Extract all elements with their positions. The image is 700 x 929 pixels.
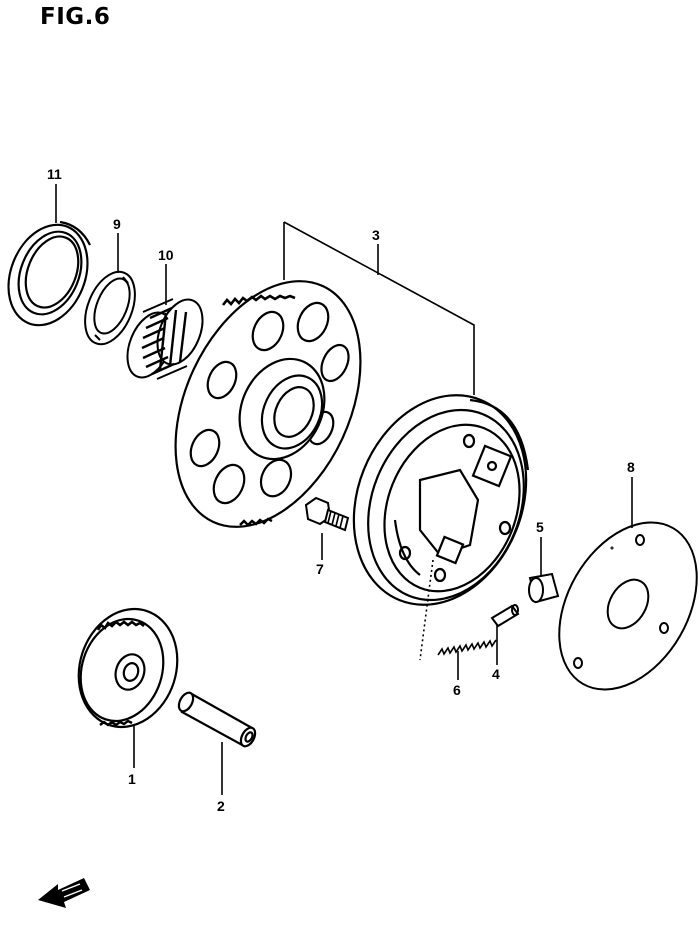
callout-3: 3 bbox=[372, 227, 380, 243]
starter-clutch-body bbox=[352, 394, 530, 606]
callout-11: 11 bbox=[47, 166, 62, 182]
leader-lines bbox=[55, 184, 633, 795]
callout-5: 5 bbox=[536, 519, 544, 535]
front-arrow-icon bbox=[38, 878, 90, 908]
push-pin-part-4 bbox=[490, 604, 520, 628]
callout-1: 1 bbox=[128, 771, 136, 787]
shaft-part-2 bbox=[177, 691, 257, 748]
callout-labels: 11 9 10 3 7 5 8 4 6 1 2 bbox=[47, 166, 635, 814]
gasket-part-8 bbox=[558, 521, 698, 691]
starter-driven-gear-part-3 bbox=[174, 280, 362, 528]
spring-part-6 bbox=[437, 639, 497, 656]
washer-part-9 bbox=[84, 270, 136, 346]
callout-9: 9 bbox=[113, 216, 121, 232]
callout-2: 2 bbox=[217, 798, 225, 814]
callout-7: 7 bbox=[316, 561, 324, 577]
idle-gear-part-1 bbox=[77, 607, 179, 729]
figure-title: FIG.6 bbox=[40, 4, 111, 30]
callout-4: 4 bbox=[492, 666, 500, 682]
oil-seal-part-11 bbox=[7, 220, 91, 327]
callout-8: 8 bbox=[627, 459, 635, 475]
callout-10: 10 bbox=[158, 247, 174, 263]
needle-bearing-part-10 bbox=[126, 298, 204, 380]
bolt-part-7 bbox=[304, 496, 350, 532]
roller-part-5 bbox=[528, 572, 560, 604]
callout-6: 6 bbox=[453, 682, 461, 698]
